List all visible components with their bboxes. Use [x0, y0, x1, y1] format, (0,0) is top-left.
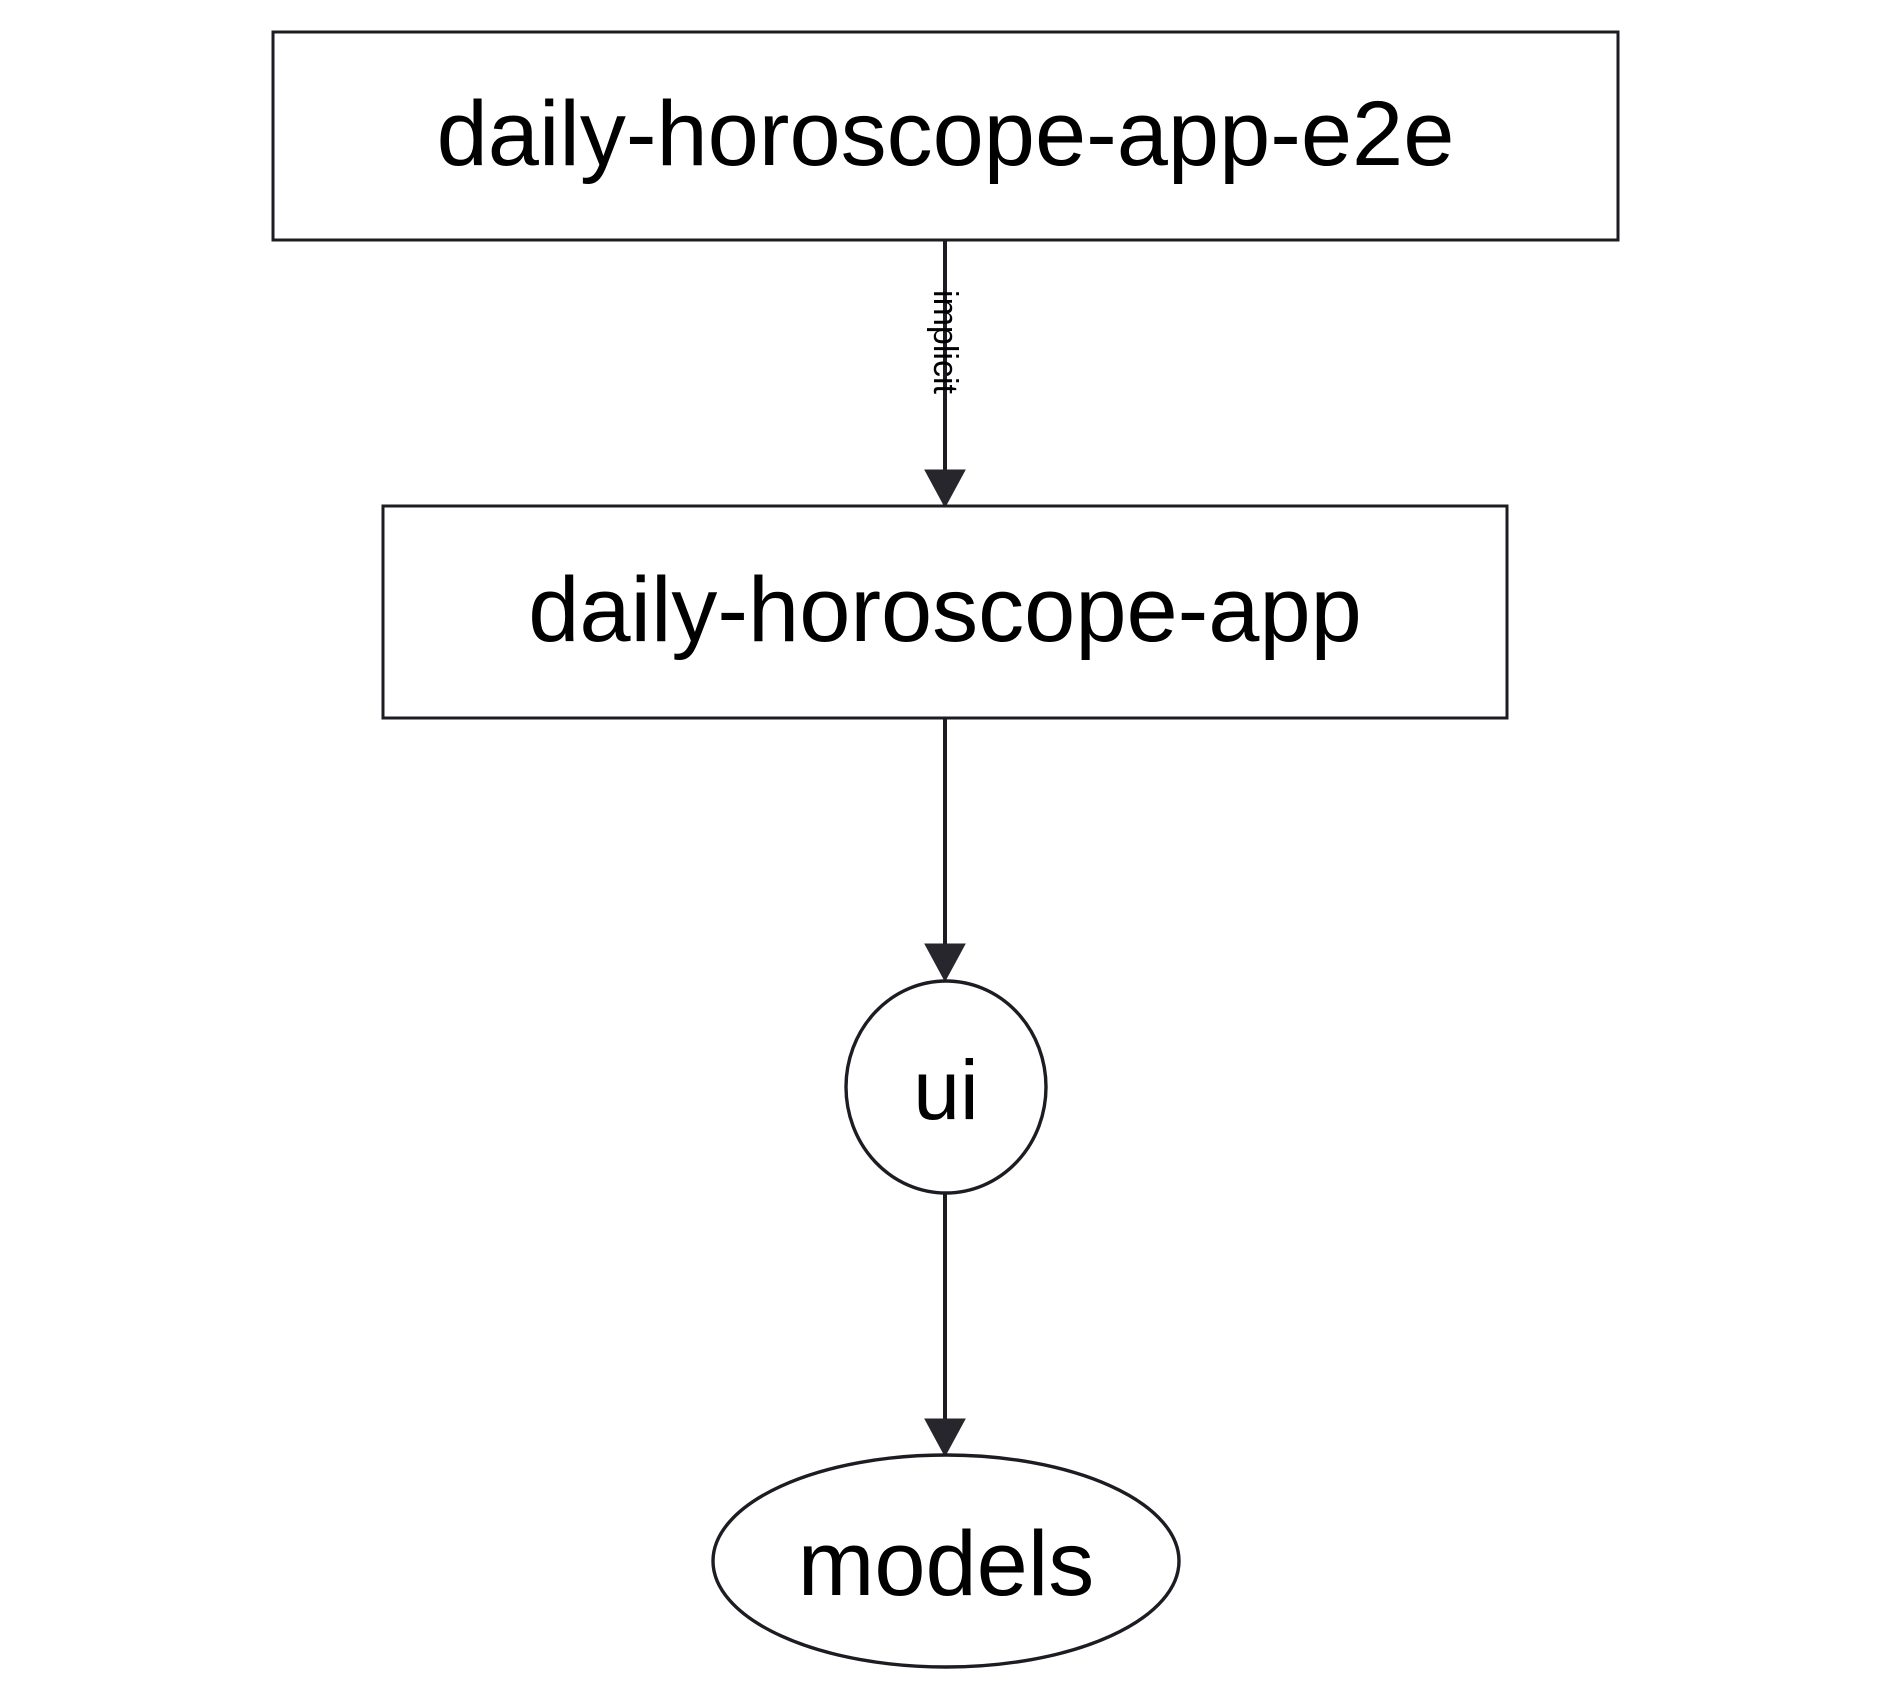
node-label-daily-horoscope-app: daily-horoscope-app [528, 559, 1362, 661]
node-rect-app [381, 504, 1509, 720]
edge-app-to-ui[interactable] [924, 718, 966, 983]
node-daily-horoscope-app[interactable]: daily-horoscope-app [381, 504, 1509, 720]
arrowhead-icon [924, 1418, 966, 1458]
node-daily-horoscope-app-e2e[interactable]: daily-horoscope-app-e2e [271, 30, 1620, 242]
node-rect-e2e [271, 30, 1620, 242]
edge-e2e-to-app[interactable]: implicit [924, 240, 966, 509]
node-ui[interactable]: ui [844, 979, 1048, 1195]
edge-ui-to-models[interactable] [924, 1193, 966, 1458]
node-label-daily-horoscope-app-e2e: daily-horoscope-app-e2e [437, 83, 1455, 185]
node-models[interactable]: models [711, 1453, 1181, 1669]
node-ellipse-models [711, 1453, 1181, 1669]
node-label-ui: ui [913, 1043, 978, 1137]
edge-label-implicit: implicit [926, 290, 964, 394]
node-label-models: models [798, 1513, 1095, 1615]
node-ellipse-ui [844, 979, 1048, 1195]
arrowhead-icon [924, 469, 966, 509]
arrowhead-icon [924, 943, 966, 983]
